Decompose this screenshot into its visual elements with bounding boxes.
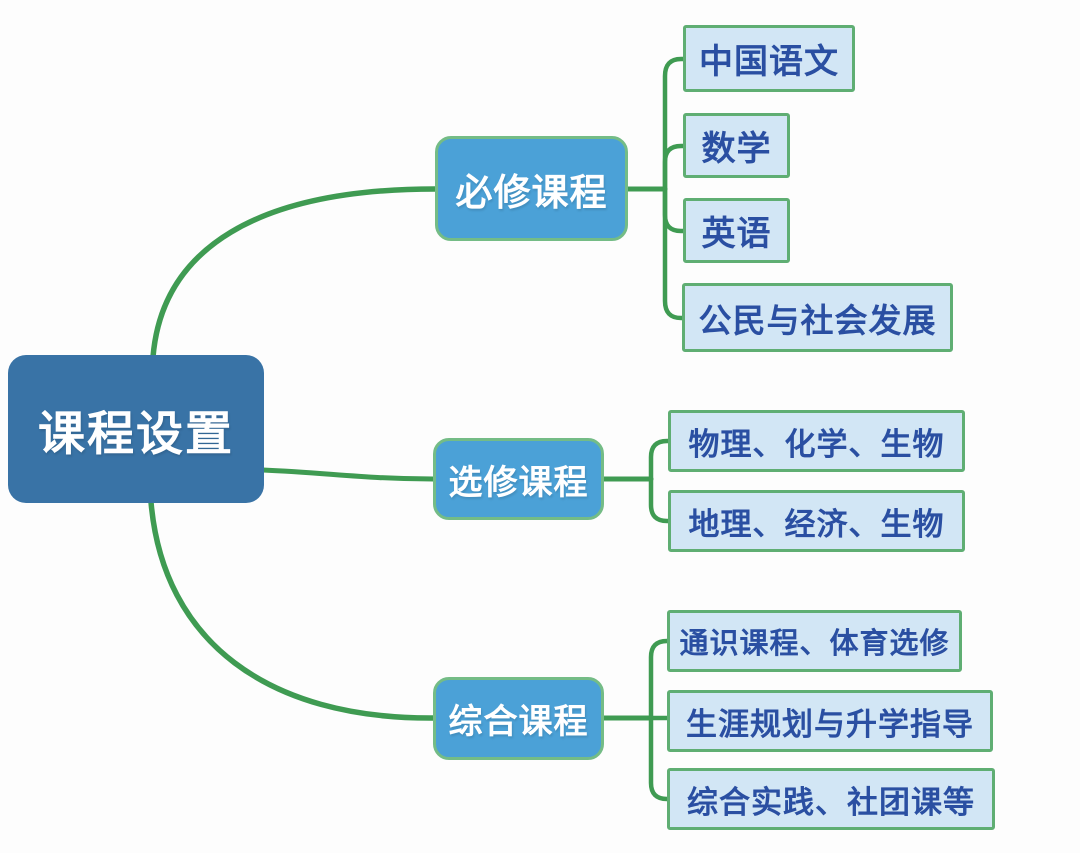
- branch-node-comprehensive-courses: 综合课程: [433, 677, 604, 760]
- edge-branch-1-leaf-1: [662, 56, 687, 192]
- edge-branch-2-leaf-2: [648, 476, 672, 524]
- root-node-course-setup: 课程设置: [8, 355, 264, 503]
- edge-root-to-branch-1: [150, 186, 438, 360]
- branch-node-elective-courses: 选修课程: [433, 438, 604, 520]
- leaf-node-english: 英语: [683, 198, 790, 263]
- leaf-node-citizenship-social-development: 公民与社会发展: [682, 283, 953, 352]
- leaf-node-career-planning-guidance: 生涯规划与升学指导: [667, 690, 993, 752]
- leaf-node-practice-club-courses: 综合实践、社团课等: [667, 768, 995, 830]
- edge-branch-3-leaf-3: [648, 715, 671, 802]
- edge-branch-1-leaf-4: [662, 186, 687, 321]
- edge-branch-2-leaf-1: [648, 438, 672, 482]
- leaf-node-mathematics: 数学: [683, 113, 790, 178]
- leaf-node-general-pe-electives: 通识课程、体育选修: [667, 610, 962, 672]
- leaf-node-physics-chemistry-biology: 物理、化学、生物: [668, 410, 965, 472]
- branch-node-required-courses: 必修课程: [435, 136, 628, 241]
- leaf-node-chinese-language: 中国语文: [683, 25, 855, 92]
- edge-branch-1-leaf-3: [662, 186, 687, 234]
- edge-root-to-branch-2: [260, 467, 436, 482]
- leaf-node-geography-economics-biology: 地理、经济、生物: [668, 490, 965, 552]
- edge-branch-3-leaf-1: [648, 638, 671, 721]
- edge-root-to-branch-3: [148, 499, 436, 721]
- edge-branch-1-leaf-2: [662, 143, 687, 192]
